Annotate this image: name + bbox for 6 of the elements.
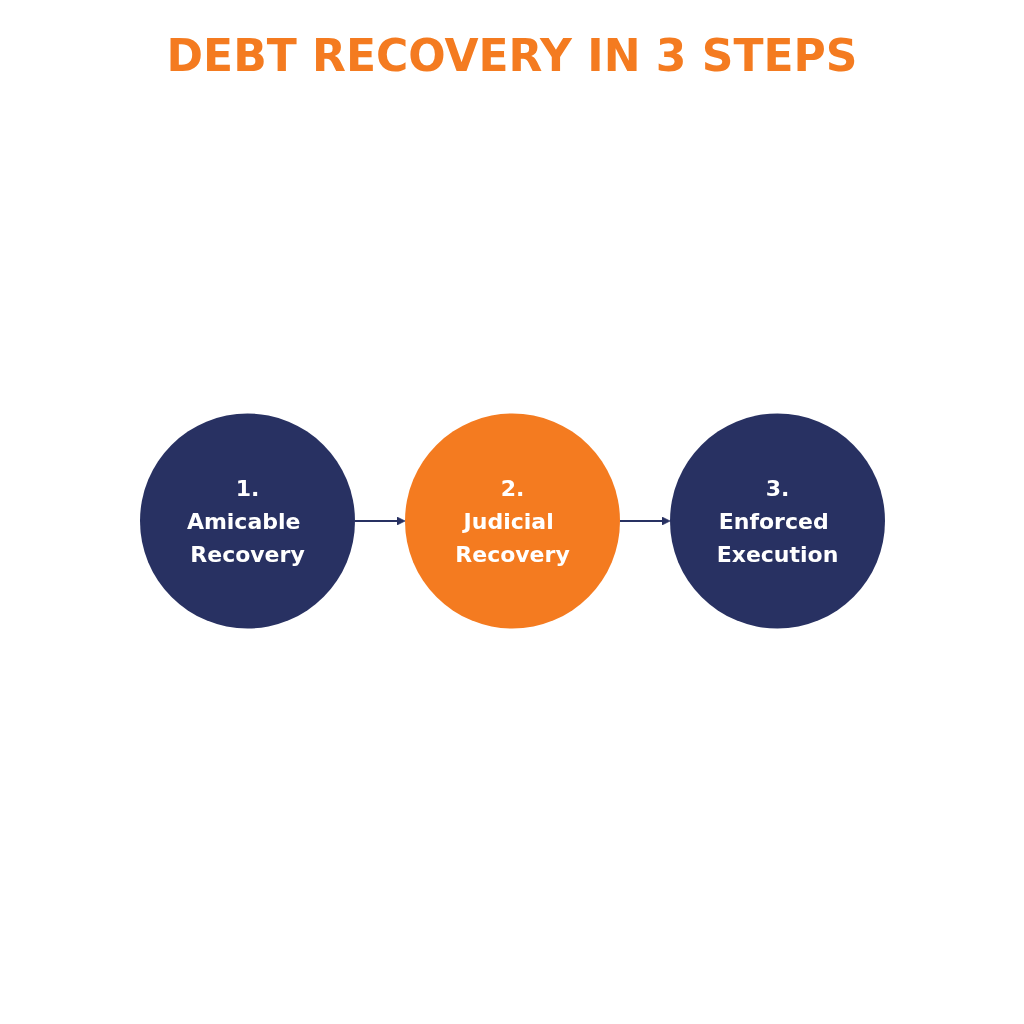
arrow	[353, 516, 405, 526]
node-circle: 1. Amicable Recovery	[139, 413, 355, 629]
arrow	[618, 516, 670, 526]
node-circle: 2. Judicial Recovery	[404, 413, 620, 629]
title: DEBT RECOVERY IN 3 STEPS	[165, 30, 859, 81]
node-circle: 3. Enforced Execution	[669, 413, 885, 629]
